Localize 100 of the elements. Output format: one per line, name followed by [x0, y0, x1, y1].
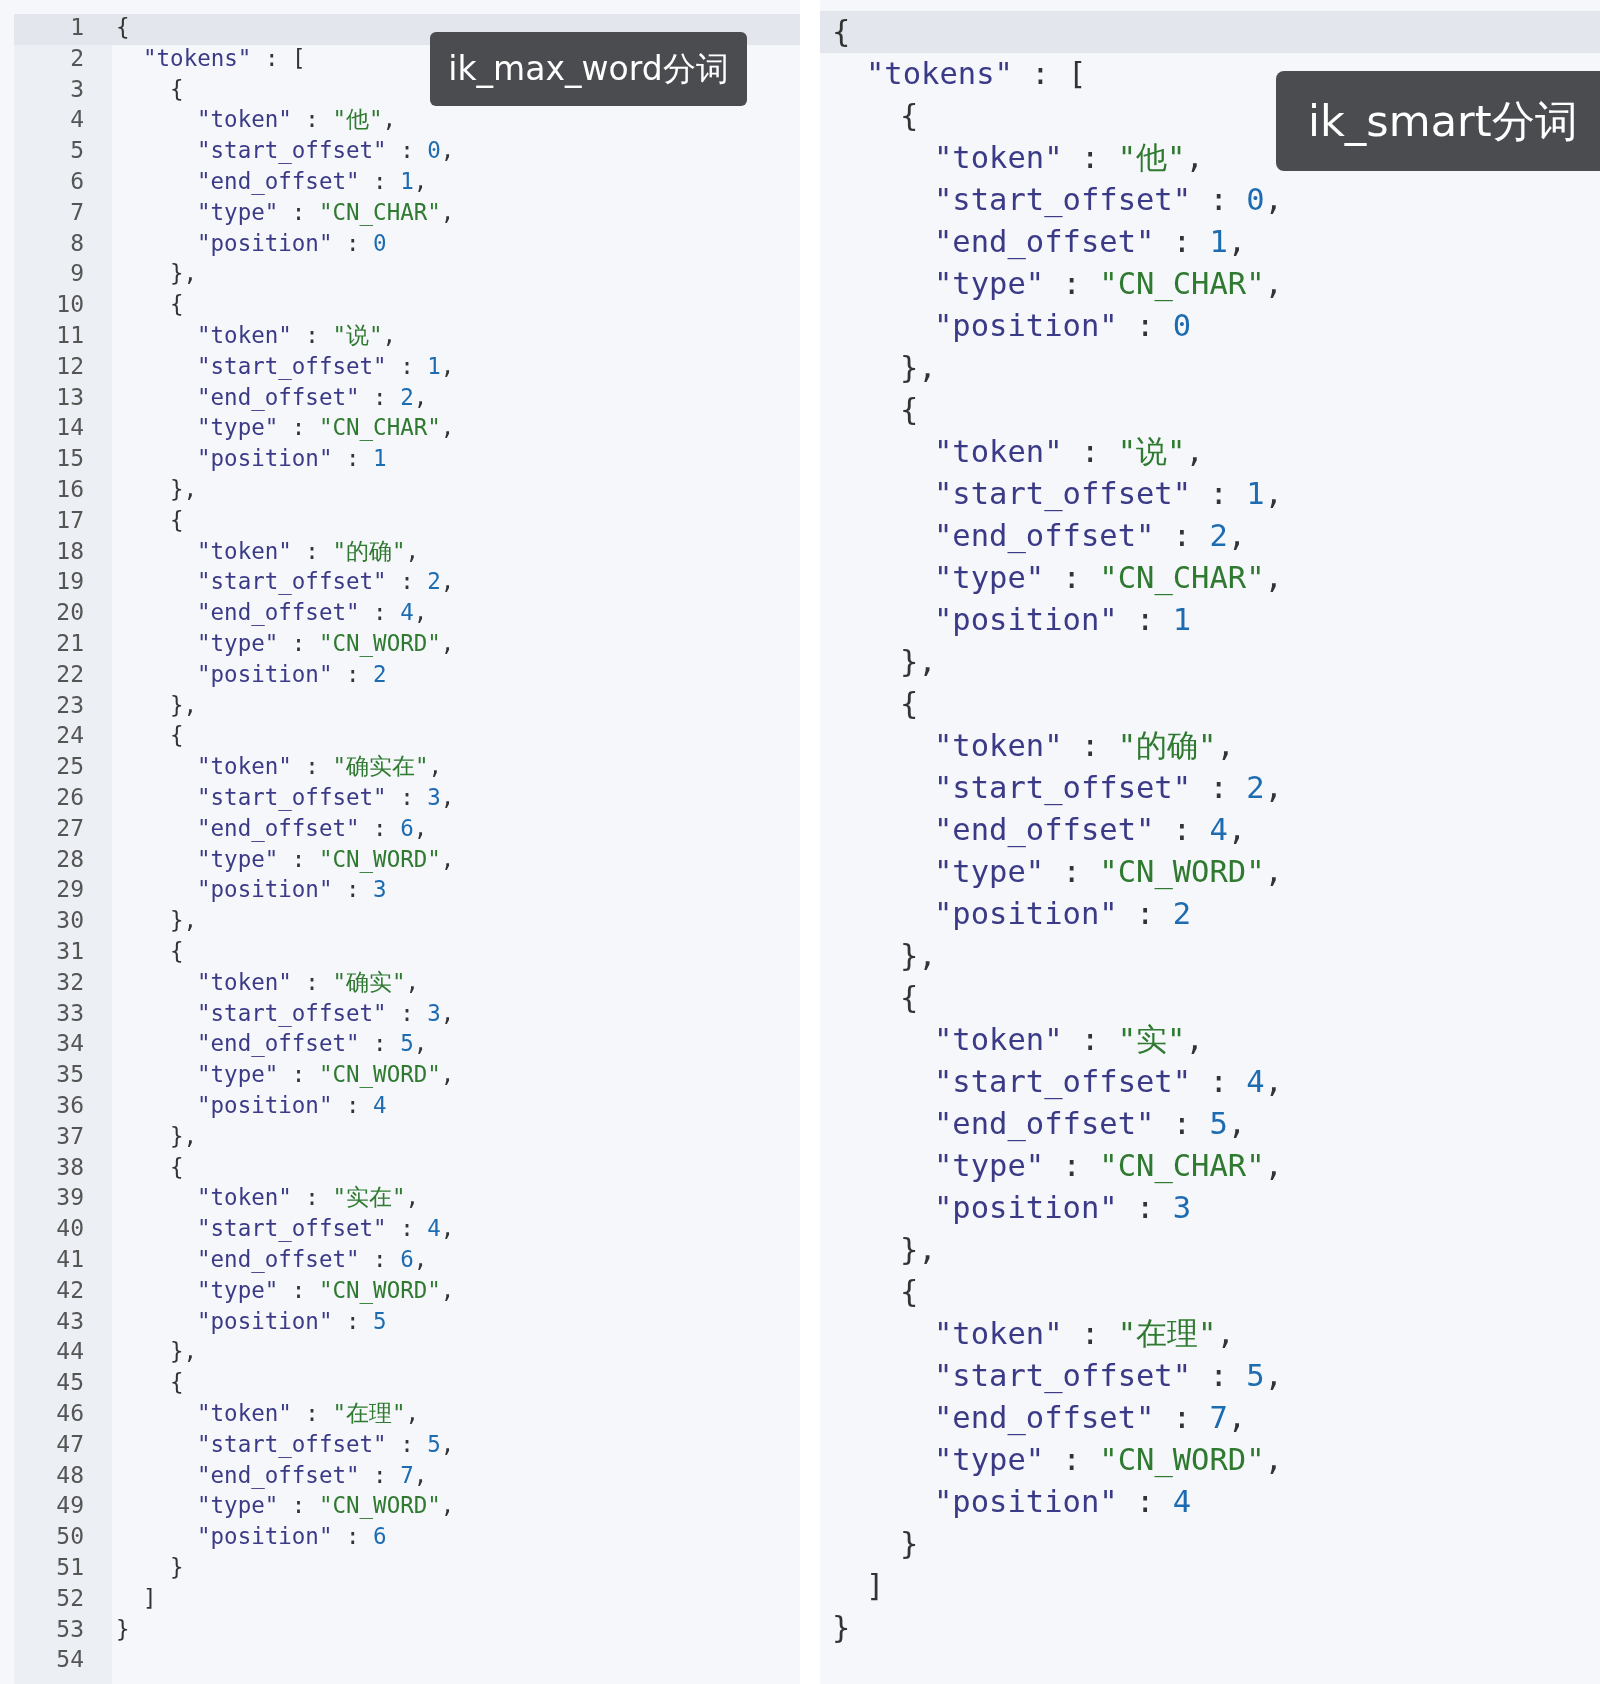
code-line: {: [170, 721, 184, 751]
code-line: "start_offset" : 4,: [934, 1063, 1283, 1102]
line-number: 22: [55, 659, 84, 689]
code-line: },: [900, 643, 937, 681]
line-number: 31: [55, 937, 84, 966]
code-line: "position" : 4: [197, 1091, 387, 1120]
code-line: }: [116, 1614, 130, 1644]
code-line: "token" : "说",: [197, 321, 397, 350]
code-line: "position" : 0: [934, 307, 1192, 345]
code-line: {: [170, 1368, 184, 1398]
code-line: },: [170, 259, 198, 289]
code-line: {: [170, 74, 184, 104]
code-line: "start_offset" : 4,: [197, 1214, 455, 1244]
code-line: "end_offset" : 1,: [934, 223, 1247, 262]
code-line: "end_offset" : 2,: [197, 382, 428, 413]
code-line: "type" : "CN_WORD",: [197, 1060, 455, 1090]
line-number: 14: [55, 413, 84, 443]
code-line: "token" : "确实在",: [197, 752, 443, 782]
code-line: "type" : "CN_CHAR",: [934, 1147, 1283, 1186]
code-line: "type" : "CN_WORD",: [934, 853, 1283, 892]
code-line: {: [170, 937, 184, 966]
code-line: {: [900, 97, 919, 135]
code-line: {: [170, 290, 184, 320]
line-number: 21: [55, 629, 84, 658]
line-number: 28: [55, 844, 84, 874]
code-line: },: [170, 1337, 198, 1367]
code-line: "token" : "的确",: [934, 727, 1235, 765]
code-line: "position" : 2: [197, 659, 387, 689]
code-line: "position" : 2: [934, 895, 1192, 933]
line-number: 33: [55, 998, 84, 1028]
code-line: "end_offset" : 5,: [934, 1105, 1247, 1144]
code-line: "token" : "他",: [197, 105, 397, 135]
line-number: 8: [69, 228, 84, 258]
line-number: 17: [55, 505, 84, 535]
line-number: 53: [55, 1614, 84, 1644]
line-number: 10: [55, 290, 84, 320]
line-number: 6: [69, 167, 84, 196]
line-number: 19: [55, 567, 84, 597]
code-line: {: [170, 1152, 184, 1182]
code-line: "position" : 3: [934, 1189, 1192, 1227]
code-line: "type" : "CN_WORD",: [197, 844, 455, 875]
line-number: 9: [69, 259, 84, 289]
code-line: "position" : 4: [934, 1483, 1192, 1521]
line-number: 11: [55, 321, 84, 350]
code-line: },: [900, 349, 937, 387]
code-line: "end_offset" : 4,: [934, 811, 1247, 850]
code-line: "position" : 1: [197, 444, 387, 474]
line-number: 40: [55, 1214, 84, 1244]
code-line: },: [900, 937, 937, 975]
line-number: 50: [55, 1522, 84, 1552]
line-number: 3: [69, 74, 84, 104]
code-line: },: [170, 475, 198, 504]
code-line: "position" : 1: [934, 601, 1192, 639]
line-number: 46: [55, 1399, 84, 1428]
line-number: 37: [55, 1121, 84, 1151]
line-number: 7: [69, 197, 84, 227]
code-line: },: [170, 1121, 198, 1151]
code-line: "end_offset" : 5,: [197, 1029, 428, 1059]
code-line: {: [170, 505, 184, 535]
code-line: {: [900, 1273, 919, 1311]
code-line: "type" : "CN_WORD",: [197, 1491, 455, 1521]
code-line: "token" : "实",: [934, 1021, 1204, 1059]
code-line: },: [170, 906, 198, 936]
code-line: {: [832, 13, 851, 51]
line-number: 34: [55, 1029, 84, 1059]
line-number: 29: [55, 875, 84, 905]
line-number: 35: [55, 1060, 84, 1090]
line-number: 43: [55, 1306, 84, 1336]
code-line: }: [900, 1525, 919, 1563]
code-line: "position" : 3: [197, 875, 387, 905]
line-number: 24: [55, 721, 84, 751]
line-number: 32: [55, 967, 84, 997]
code-line: }: [170, 1553, 184, 1582]
line-number: 27: [55, 813, 84, 843]
code-line: "type" : "CN_CHAR",: [197, 197, 455, 228]
code-line: "position" : 5: [197, 1306, 387, 1336]
code-line: "type" : "CN_CHAR",: [934, 559, 1283, 598]
code-line: "tokens" : [: [866, 55, 1087, 93]
code-line: "type" : "CN_WORD",: [197, 1275, 455, 1306]
line-number: 38: [55, 1152, 84, 1182]
line-number: 45: [55, 1368, 84, 1398]
code-line: "start_offset" : 0,: [197, 136, 455, 166]
line-number: 18: [55, 536, 84, 566]
code-line: "token" : "的确",: [197, 536, 420, 566]
line-number: 12: [55, 351, 84, 381]
line-number: 4: [69, 105, 84, 135]
code-line: "start_offset" : 5,: [934, 1357, 1283, 1396]
code-line: "end_offset" : 4,: [197, 598, 428, 628]
line-number: 13: [55, 382, 84, 412]
line-number: 52: [55, 1583, 84, 1613]
line-number: 23: [55, 690, 84, 720]
code-line: {: [900, 685, 919, 723]
line-number: 16: [55, 475, 84, 504]
code-line: "token" : "他",: [934, 139, 1204, 177]
line-number: 54: [55, 1645, 84, 1675]
code-line: "token" : "在理",: [934, 1315, 1235, 1353]
code-line: "end_offset" : 1,: [197, 167, 428, 197]
line-number: 48: [55, 1460, 84, 1490]
code-line: "token" : "说",: [934, 433, 1204, 471]
line-number: 47: [55, 1429, 84, 1459]
